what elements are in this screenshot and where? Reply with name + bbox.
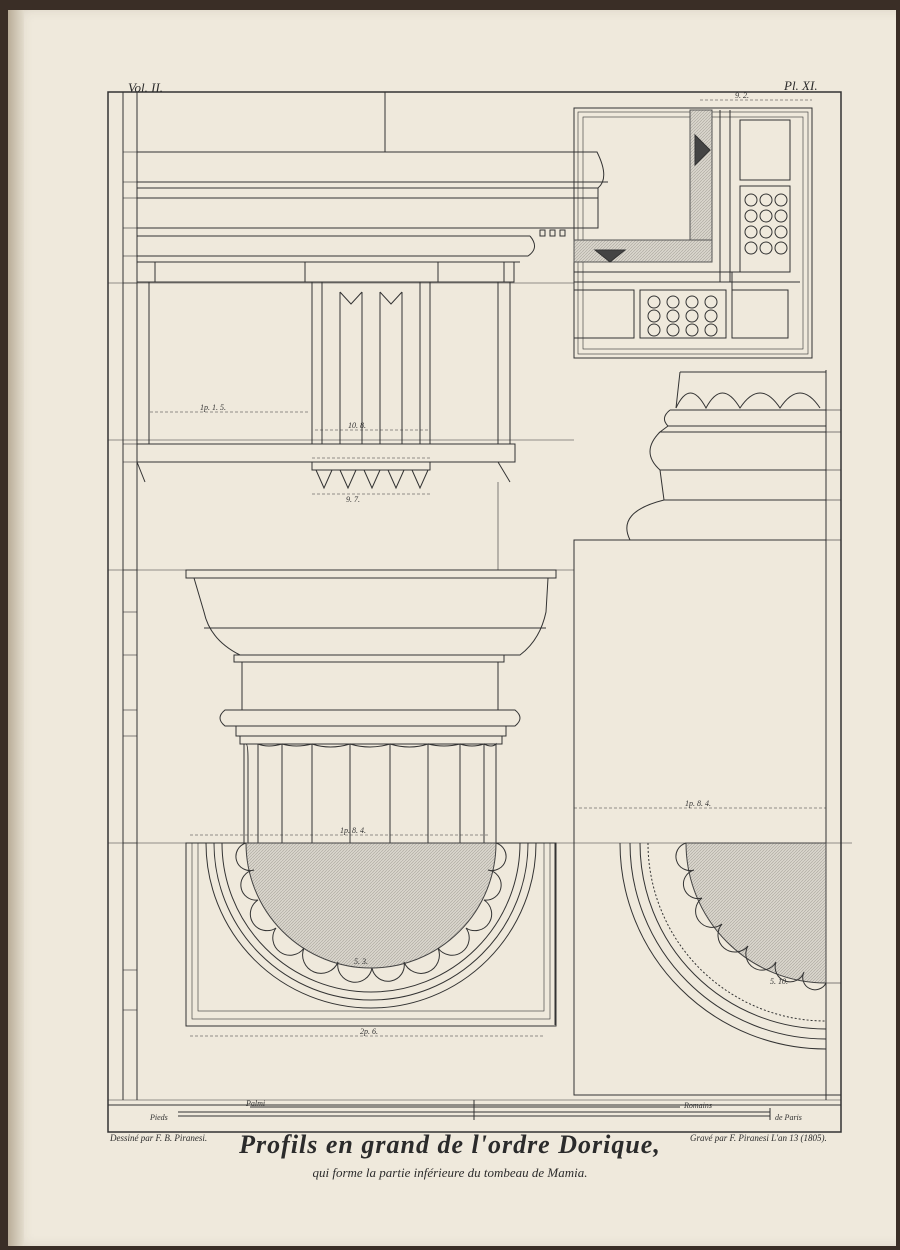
- credit-drawn-by: Dessiné par F. B. Piranesi.: [110, 1133, 208, 1143]
- column-section-quarter: [619, 842, 841, 1096]
- scale-bars: [178, 1100, 771, 1120]
- cornice: [137, 92, 608, 263]
- plate-border: [107, 91, 842, 1133]
- dim-flute-radius: 5. 3.: [354, 957, 368, 966]
- volume-label: Vol. II.: [128, 80, 164, 95]
- scale-paris-label: de Paris: [775, 1113, 802, 1122]
- scale-palms-label: Palmi: [245, 1099, 265, 1108]
- column-section-plan: [185, 842, 557, 1027]
- column-base-profile: [573, 371, 827, 1096]
- plate-subtitle: qui forme la partie inférieure du tombea…: [312, 1165, 588, 1180]
- dim-metope: 1p. 1. 5.: [200, 403, 226, 412]
- dim-right-radius: 5. 10.: [770, 977, 788, 986]
- dim-soffit: 9. 2.: [735, 91, 749, 100]
- credit-engraved-by: Gravé par F. Piranesi L'an 13 (1805).: [690, 1133, 827, 1143]
- scale-feet-label: Pieds: [149, 1113, 168, 1122]
- dim-guttae: 9. 7.: [346, 495, 360, 504]
- shaft-flutes: [243, 742, 497, 843]
- scale-romans-label: Romains: [683, 1101, 712, 1110]
- plate-title: Profils en grand de l'ordre Dorique,: [239, 1130, 661, 1159]
- dim-triglyph: 10. 8.: [348, 421, 366, 430]
- dim-column: 1p. 8. 4.: [340, 826, 366, 835]
- dim-echinus: 1p. 8. 4.: [685, 799, 711, 808]
- book-gutter: [8, 10, 24, 1246]
- soffit-plan: [573, 107, 813, 359]
- frieze: [136, 261, 516, 570]
- dim-column-bottom: 2p. 6.: [360, 1027, 378, 1036]
- plate-number: Pl. XI.: [784, 78, 818, 93]
